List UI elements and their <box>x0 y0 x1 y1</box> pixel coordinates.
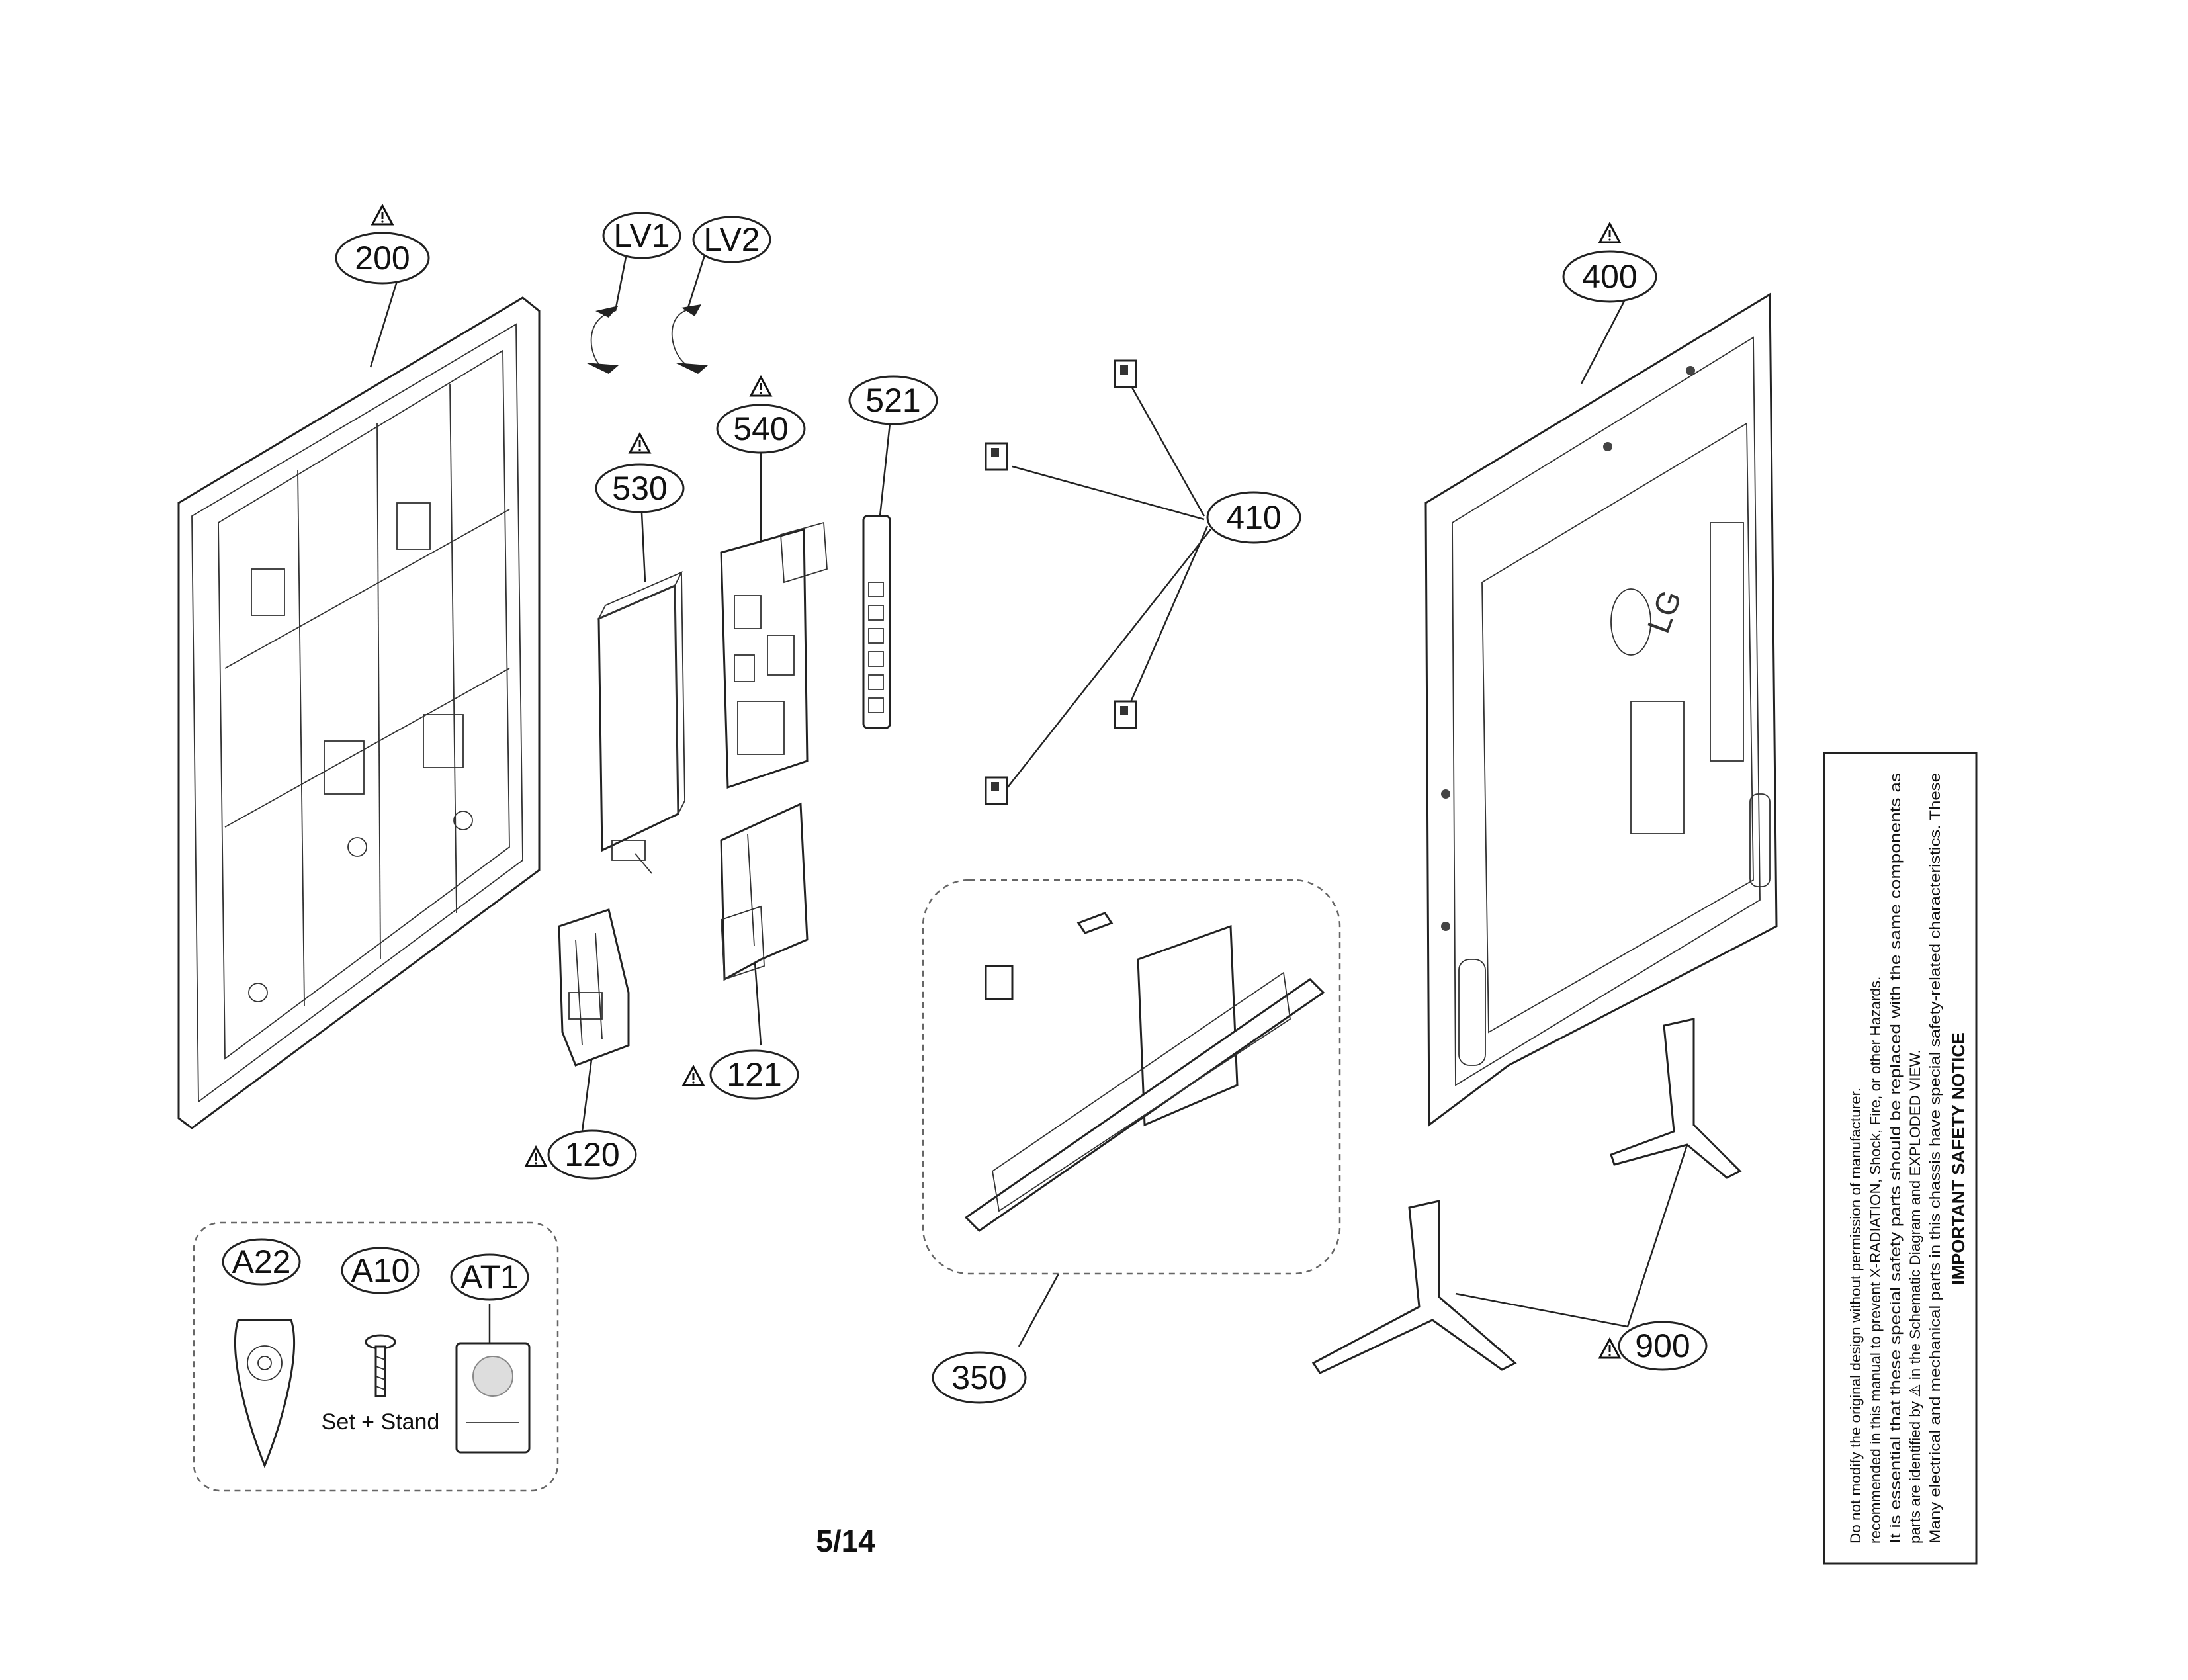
svg-text:LV2: LV2 <box>703 221 760 258</box>
callout-at1: AT1 <box>450 1253 529 1301</box>
svg-text:A22: A22 <box>232 1243 291 1280</box>
svg-text:121: 121 <box>726 1056 781 1093</box>
part-410-bracket-4 <box>985 776 1008 805</box>
accessory-a22-remote <box>234 1319 295 1469</box>
callout-a22: A22 <box>222 1238 301 1286</box>
part-410-bracket-3 <box>1114 700 1137 729</box>
part-521-key-strip <box>862 515 891 729</box>
part-200-display-module <box>177 296 541 1129</box>
part-540-main-board <box>720 521 828 789</box>
safety-notice-line-2: parts are identified by ⚠ in the Schemat… <box>1907 1049 1923 1544</box>
callout-400: 400 <box>1562 222 1657 303</box>
callout-lv2: LV2 <box>692 216 771 263</box>
svg-text:521: 521 <box>865 382 920 419</box>
accessory-at1-card <box>455 1342 531 1454</box>
callout-540: 540 <box>716 376 806 454</box>
callout-530: 530 <box>595 433 685 513</box>
part-900-stand-leg-left <box>1311 1200 1517 1374</box>
part-350-stand-bracket <box>964 912 1325 1232</box>
svg-text:900: 900 <box>1635 1327 1690 1364</box>
callout-410: 410 <box>1206 491 1301 544</box>
safety-notice-title: IMPORTANT SAFETY NOTICE <box>1948 1032 1968 1285</box>
svg-text:A10: A10 <box>351 1252 410 1289</box>
part-lv1-cable <box>586 306 619 374</box>
callout-120: 120 <box>525 1129 637 1180</box>
svg-text:LV1: LV1 <box>613 217 670 254</box>
svg-text:AT1: AT1 <box>460 1259 519 1296</box>
svg-text:120: 120 <box>564 1136 619 1173</box>
callout-lv1: LV1 <box>602 212 681 259</box>
callout-a10: A10 <box>341 1247 420 1294</box>
safety-notice-line-4: recommended in this manual to prevent X-… <box>1867 977 1884 1544</box>
callout-350: 350 <box>932 1351 1027 1404</box>
svg-text:350: 350 <box>951 1359 1006 1396</box>
svg-text:410: 410 <box>1226 499 1281 536</box>
safety-notice-box: IMPORTANT SAFETY NOTICE Many electrical … <box>1823 752 1978 1565</box>
part-400-back-cover: LG <box>1424 292 1778 1127</box>
part-lv2-cable <box>671 304 708 374</box>
svg-text:530: 530 <box>612 470 667 507</box>
svg-text:200: 200 <box>355 240 410 277</box>
callout-900: 900 <box>1598 1321 1708 1371</box>
part-530-power-board <box>597 571 685 874</box>
accessory-a10-screw <box>365 1334 396 1397</box>
page-number: 5/14 <box>816 1524 875 1558</box>
part-121-speaker <box>720 802 809 981</box>
part-120-speaker <box>558 908 630 1067</box>
part-900-stand-leg-right <box>1610 1018 1742 1179</box>
safety-notice-line-5: Do not modify the original design withou… <box>1847 1088 1864 1544</box>
callout-521: 521 <box>848 375 938 425</box>
callout-200: 200 <box>335 204 430 285</box>
part-410-bracket-1 <box>1114 359 1137 388</box>
callout-121: 121 <box>682 1049 799 1100</box>
part-410-bracket-2 <box>985 442 1008 471</box>
part-350-group-box <box>922 879 1341 1275</box>
safety-notice-line-3: It is essential that these special safet… <box>1887 773 1904 1544</box>
accessory-caption: Set + Stand <box>322 1409 440 1435</box>
accessory-group-box <box>193 1221 559 1492</box>
svg-text:540: 540 <box>733 410 788 447</box>
safety-notice-line-1: Many electrical and mechanical parts in … <box>1927 773 1943 1544</box>
svg-text:400: 400 <box>1582 258 1637 295</box>
